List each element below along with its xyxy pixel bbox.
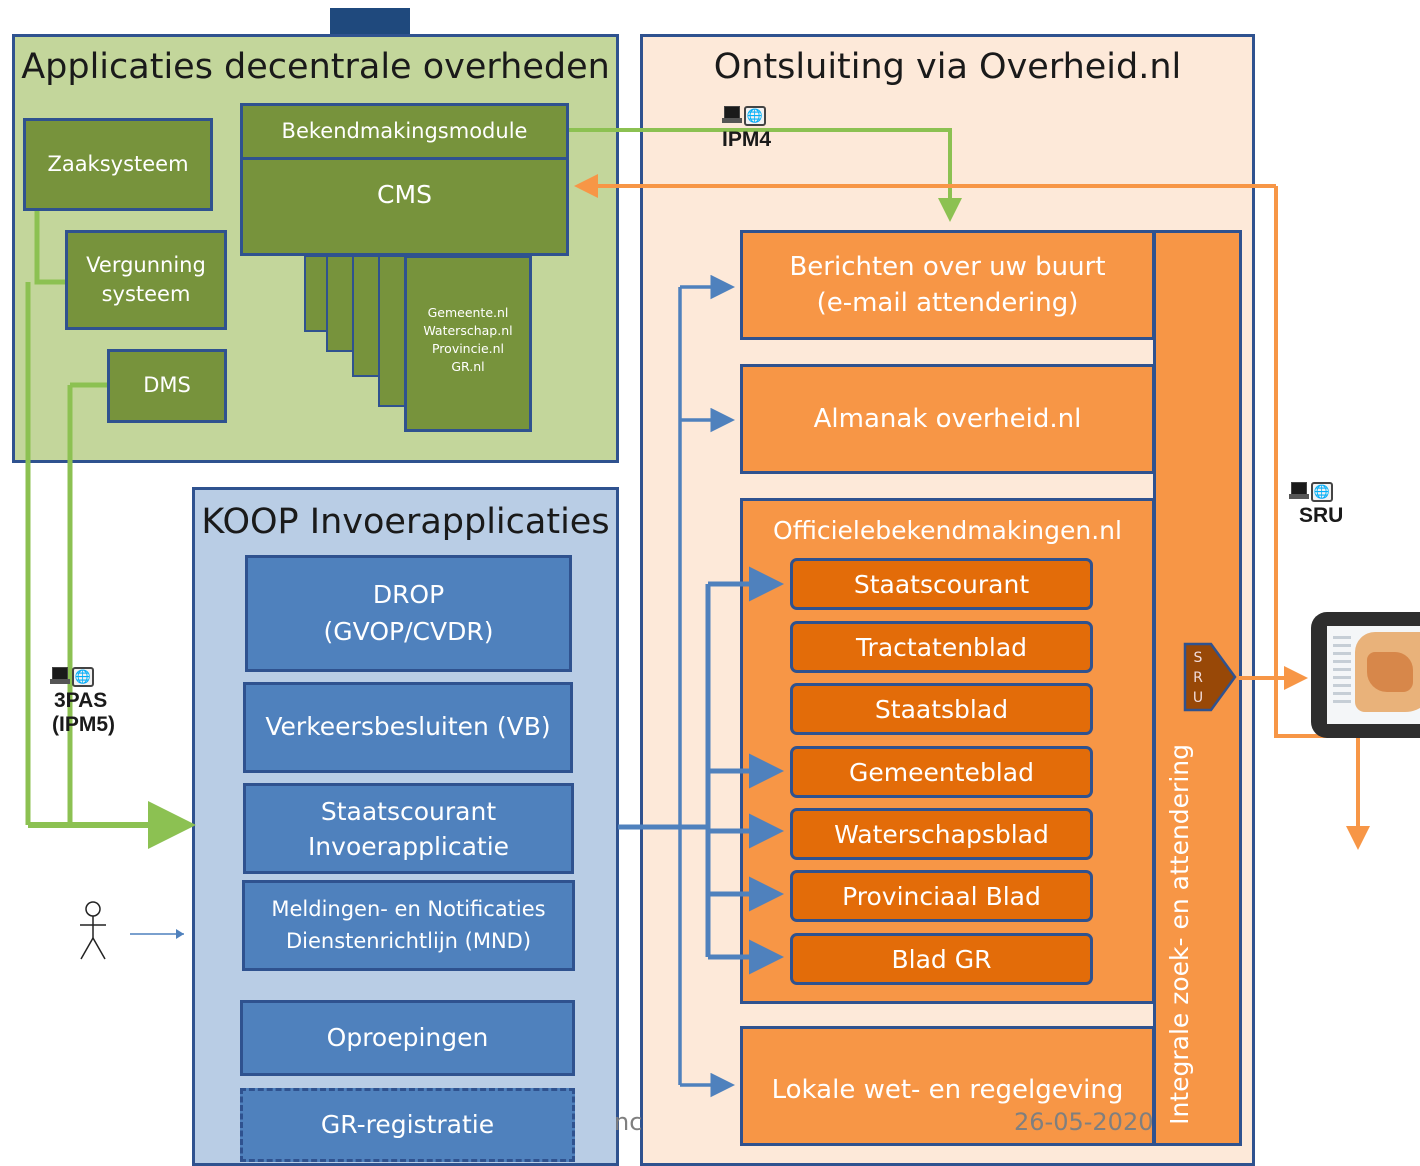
dms-label: DMS bbox=[143, 373, 191, 398]
3pas-protocol: 🌐 3PAS (IPM5) bbox=[50, 667, 115, 737]
bekendmakingsmodule-label: Bekendmakingsmodule bbox=[281, 118, 528, 143]
region-decentral-title: Applicaties decentrale overheden bbox=[21, 47, 610, 87]
sru-letter: R bbox=[1193, 670, 1203, 686]
berichten-label-2: (e-mail attendering) bbox=[816, 288, 1079, 318]
sru-letters: S R U bbox=[1185, 648, 1211, 708]
ipm4-icons: 🌐 bbox=[722, 106, 771, 126]
berichten-label-1: Berichten over uw buurt bbox=[789, 251, 1106, 282]
site-provincie: Provincie.nl bbox=[431, 341, 505, 357]
almanak-box: Almanak overheid.nl bbox=[740, 364, 1155, 474]
mnd-label-2: Dienstenrichtlijn (MND) bbox=[285, 928, 532, 953]
ipm4-protocol: 🌐 IPM4 bbox=[722, 106, 771, 152]
footer-date: 26-05-2020 bbox=[1014, 1108, 1154, 1136]
vergunning-box: Vergunning systeem bbox=[65, 230, 227, 330]
vergunning-label-2: systeem bbox=[101, 282, 191, 306]
pub-label: Staatsblad bbox=[874, 694, 1009, 724]
3pas-label-1: 3PAS bbox=[54, 689, 108, 712]
verkeersbesluiten-box: Verkeersbesluiten (VB) bbox=[243, 682, 573, 773]
globe-folder-icon: 🌐 bbox=[1311, 482, 1333, 502]
bekendmakingsmodule-box: Bekendmakingsmodule bbox=[240, 103, 569, 160]
gr-registratie-box: GR-registratie bbox=[240, 1088, 575, 1162]
site-list: Gemeente.nl Waterschap.nl Provincie.nl G… bbox=[407, 304, 529, 377]
sru-letter: S bbox=[1193, 650, 1203, 666]
globe-folder-icon: 🌐 bbox=[72, 667, 94, 687]
pub-label: Provinciaal Blad bbox=[842, 881, 1041, 911]
map-region bbox=[1367, 652, 1413, 692]
officiele-label: Officielebekendmakingen.nl bbox=[773, 516, 1122, 545]
gr-registratie-label: GR-registratie bbox=[320, 1109, 495, 1139]
person-icon bbox=[80, 901, 106, 960]
zaaksysteem-label: Zaaksysteem bbox=[47, 151, 189, 176]
staatscourant-invoer-label-2: Invoerapplicatie bbox=[307, 831, 510, 861]
3pas-label-2: (IPM5) bbox=[52, 713, 115, 737]
green-connectors bbox=[25, 128, 962, 849]
region-overheid-title: Ontsluiting via Overheid.nl bbox=[713, 47, 1182, 87]
sru-label: SRU bbox=[1299, 504, 1344, 527]
verkeersbesluiten-label: Verkeersbesluiten (VB) bbox=[265, 712, 551, 742]
laptop-icon bbox=[50, 667, 70, 685]
vergunning-label-1: Vergunning bbox=[86, 252, 206, 277]
site-gemeente: Gemeente.nl bbox=[427, 305, 509, 320]
pub-staatscourant: Staatscourant bbox=[790, 558, 1093, 610]
sru-icons: 🌐 bbox=[1289, 482, 1343, 502]
pub-label: Waterschapsblad bbox=[834, 819, 1049, 849]
lokale-label: Lokale wet- en regelgeving bbox=[771, 1074, 1124, 1105]
blue-connectors bbox=[130, 274, 784, 1098]
mnd-box: Meldingen- en Notificaties Dienstenricht… bbox=[242, 880, 575, 971]
zaaksysteem-box: Zaaksysteem bbox=[23, 118, 213, 211]
lokale-box: Lokale wet- en regelgeving bbox=[740, 1026, 1155, 1146]
orange-connectors bbox=[574, 174, 1370, 850]
mnd-label-1: Meldingen- en Notificaties bbox=[271, 897, 546, 921]
tablet-screen bbox=[1327, 626, 1420, 724]
pub-blad-gr: Blad GR bbox=[790, 933, 1093, 985]
dms-box: DMS bbox=[107, 349, 227, 423]
list-lines bbox=[1333, 636, 1351, 706]
cms-box: CMS bbox=[240, 152, 569, 256]
staatscourant-invoer-label-1: Staatscourant bbox=[320, 796, 497, 826]
pub-gemeenteblad: Gemeenteblad bbox=[790, 746, 1093, 798]
oproepingen-box: Oproepingen bbox=[240, 1000, 575, 1076]
ipm4-label: IPM4 bbox=[722, 128, 772, 151]
cms-label: CMS bbox=[377, 180, 432, 209]
laptop-icon bbox=[1289, 482, 1309, 500]
laptop-icon bbox=[722, 106, 742, 124]
pub-provinciaal-blad: Provinciaal Blad bbox=[790, 870, 1093, 922]
globe-folder-icon: 🌐 bbox=[744, 106, 766, 126]
drop-box: DROP (GVOP/CVDR) bbox=[245, 555, 572, 672]
drop-label-1: DROP bbox=[372, 580, 445, 610]
almanak-label: Almanak overheid.nl bbox=[813, 403, 1082, 434]
pub-tractatenblad: Tractatenblad bbox=[790, 621, 1093, 673]
berichten-box: Berichten over uw buurt (e-mail attender… bbox=[740, 230, 1155, 340]
site-waterschap: Waterschap.nl bbox=[423, 323, 513, 339]
pub-waterschapsblad: Waterschapsblad bbox=[790, 808, 1093, 860]
site-stack-front: Gemeente.nl Waterschap.nl Provincie.nl G… bbox=[404, 255, 532, 432]
sru-tag bbox=[1183, 642, 1237, 712]
footer-clipped-text: nc bbox=[614, 1108, 643, 1136]
sru-protocol: 🌐 SRU bbox=[1287, 482, 1343, 528]
drop-label-2: (GVOP/CVDR) bbox=[323, 616, 494, 646]
3pas-icons: 🌐 bbox=[50, 667, 115, 687]
staatscourant-invoer-box: Staatscourant Invoerapplicatie bbox=[243, 783, 574, 874]
site-gr: GR.nl bbox=[451, 359, 485, 375]
pub-label: Tractatenblad bbox=[855, 632, 1028, 662]
sru-letter: U bbox=[1192, 690, 1204, 706]
header-tab bbox=[330, 8, 410, 34]
region-koop-title: KOOP Invoerapplicaties bbox=[201, 502, 610, 542]
tablet-icon bbox=[1311, 612, 1420, 738]
oproepingen-label: Oproepingen bbox=[326, 1022, 489, 1052]
pub-label: Staatscourant bbox=[853, 569, 1030, 599]
pub-staatsblad: Staatsblad bbox=[790, 683, 1093, 735]
pub-label: Blad GR bbox=[891, 944, 992, 974]
pub-label: Gemeenteblad bbox=[849, 757, 1034, 787]
